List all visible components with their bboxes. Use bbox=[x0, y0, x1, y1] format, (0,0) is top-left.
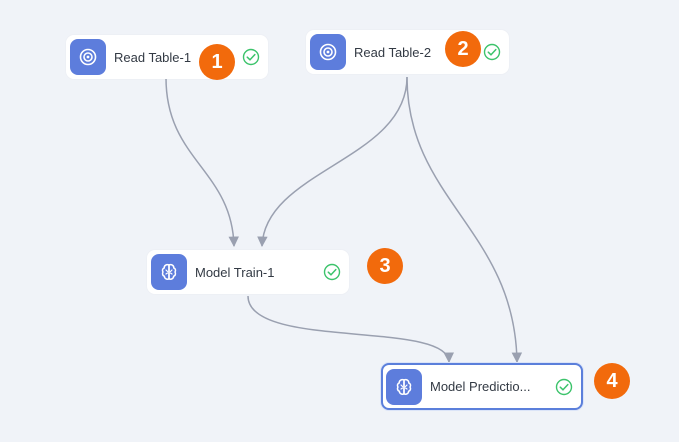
model-brain-icon bbox=[386, 368, 422, 405]
read-table-icon bbox=[70, 39, 106, 75]
success-check-icon bbox=[323, 263, 341, 281]
success-check-icon bbox=[483, 43, 501, 61]
edge-read-table-2-to-model-prediction[interactable] bbox=[406, 76, 523, 364]
success-check-icon bbox=[555, 378, 573, 396]
node-label: Model Train-1 bbox=[195, 264, 275, 280]
node-read-table-1[interactable]: Read Table-1 bbox=[66, 35, 268, 79]
node-model-train-1[interactable]: Model Train-1 bbox=[147, 250, 349, 294]
success-check-icon bbox=[242, 48, 260, 66]
read-table-icon bbox=[310, 34, 346, 70]
edge-read-table-2-to-model-train-1[interactable] bbox=[257, 76, 408, 248]
step-badge: 1 bbox=[199, 44, 235, 80]
step-badge: 3 bbox=[367, 248, 403, 284]
model-brain-icon bbox=[151, 254, 187, 290]
edge-model-train-1-to-model-prediction[interactable] bbox=[247, 295, 454, 364]
step-badge: 2 bbox=[445, 31, 481, 67]
node-model-prediction[interactable]: Model Predictio... bbox=[381, 363, 583, 410]
edge-read-table-1-to-model-train-1[interactable] bbox=[165, 77, 239, 248]
step-badge: 4 bbox=[594, 363, 630, 399]
node-label: Model Predictio... bbox=[430, 379, 531, 394]
